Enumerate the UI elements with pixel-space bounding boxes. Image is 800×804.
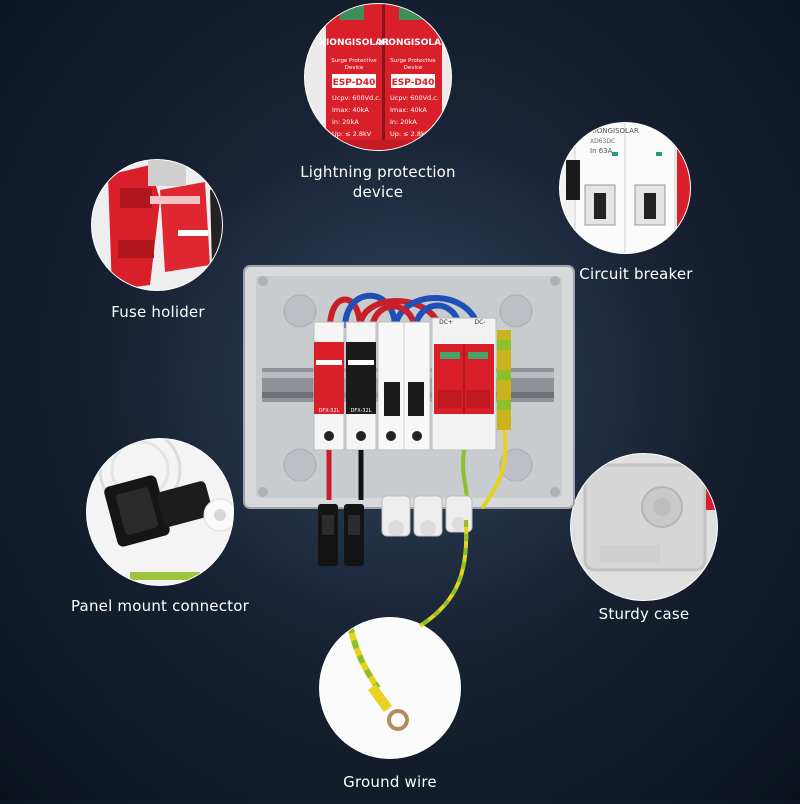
label-fuse-holder: Fuse holider bbox=[111, 303, 205, 321]
sturdy-case-bubble bbox=[570, 453, 718, 601]
spd-model-right: ESP-D40 bbox=[392, 78, 435, 88]
spd-spec-2b: Imax: 40kA bbox=[390, 106, 427, 114]
ground-wire-line bbox=[418, 519, 469, 628]
circuit-breaker-bubble: XIONGISOLAR XD63DC In 63A bbox=[559, 122, 691, 254]
spd-spec-4: Up: ≤ 2.8kV bbox=[332, 130, 372, 138]
spd-model-left: ESP-D40 bbox=[333, 78, 376, 88]
spd-spec-3: In: 20kA bbox=[332, 118, 359, 126]
fuse-label-1: DFX-32L bbox=[319, 408, 340, 414]
svg-text:Device: Device bbox=[345, 65, 364, 71]
label-lightning-protection: Lightning protection device bbox=[300, 163, 456, 201]
ground-wire-bubble bbox=[319, 617, 461, 759]
svg-text:Surge Protective: Surge Protective bbox=[390, 58, 436, 64]
fuse-holder-bubble bbox=[91, 159, 223, 291]
spd-spec-1: Ucpv: 600Vd.c. bbox=[332, 94, 381, 102]
spd-spec-3b: In: 20kA bbox=[390, 118, 417, 126]
spd-spec-4b: Up: ≤ 2.8kV bbox=[390, 130, 430, 138]
junction-box: DFX-32L DFX-32L DC+ DC- bbox=[243, 265, 575, 511]
spd-spec-1b: Ucpv: 600Vd.c. bbox=[390, 94, 439, 102]
breaker-rating: In 63A bbox=[590, 147, 613, 155]
fuse-label-2: DFX-32L bbox=[351, 408, 372, 414]
breaker-sub: XD63DC bbox=[590, 138, 615, 145]
dc-minus-label: DC- bbox=[475, 319, 486, 326]
label-panel-mount-connector: Panel mount connector bbox=[70, 597, 250, 615]
mc4-connectors bbox=[318, 504, 364, 566]
cable-glands bbox=[381, 495, 473, 537]
svg-text:Surge Protective: Surge Protective bbox=[331, 58, 377, 64]
spd-brand-left: XIONGISOLAR bbox=[319, 38, 389, 48]
label-circuit-breaker: Circuit breaker bbox=[579, 265, 693, 283]
lightning-protection-bubble: XIONGISOLAR XIONGISOLAR Surge Protective… bbox=[304, 3, 452, 151]
svg-text:Device: Device bbox=[404, 65, 423, 71]
label-sturdy-case: Sturdy case bbox=[598, 605, 690, 623]
panel-connector-bubble bbox=[86, 438, 234, 586]
spd-spec-2: Imax: 40kA bbox=[332, 106, 369, 114]
label-ground-wire: Ground wire bbox=[343, 773, 437, 791]
breaker-brand: XIONGISOLAR bbox=[590, 127, 639, 135]
spd-brand-right: XIONGISOLAR bbox=[378, 38, 448, 48]
dc-plus-label: DC+ bbox=[439, 319, 453, 326]
